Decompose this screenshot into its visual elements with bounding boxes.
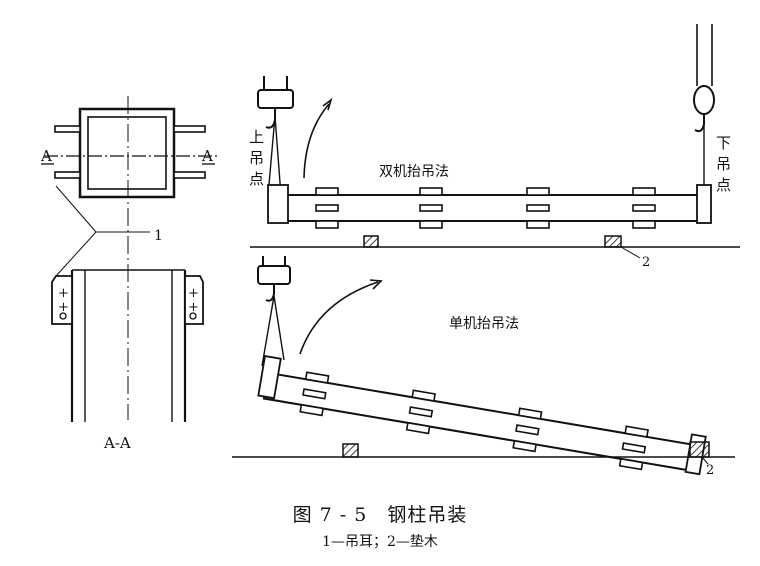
column-section-outer [78, 107, 176, 199]
leader-1-upper [55, 185, 97, 233]
lower-lift-point-char-2: 吊 [716, 155, 731, 173]
upper-lift-point-char-1: 上 [249, 128, 264, 146]
upper-lift-point-char-3: 点 [249, 170, 264, 188]
svg-text:+: + [188, 300, 199, 315]
crane-hook-block-right [693, 85, 715, 115]
callout-2-bottom-label: 2 [706, 463, 714, 478]
figure-caption-legend: 1—吊耳；2—垫木 [322, 534, 438, 550]
lug-right-bottom [173, 171, 206, 179]
lug-plate-left [51, 275, 73, 325]
lug-left-bottom [54, 171, 81, 179]
lug-hole-left [59, 312, 67, 320]
column-section-inner [87, 116, 167, 190]
lug-right-top [173, 125, 206, 133]
crane-hook-single-icon [265, 284, 275, 302]
lug-plate-right [184, 275, 204, 325]
section-mark-right: A [201, 147, 213, 165]
single-crane-scene [232, 256, 735, 476]
rotation-arrow-top [303, 103, 330, 179]
callout-1-label: 1 [154, 228, 163, 244]
crane-hook-block-single [257, 265, 291, 285]
leader-1-lower [55, 231, 97, 277]
timber-block-top-left [363, 235, 379, 248]
callout-2-top-label: 2 [642, 255, 650, 270]
upper-lift-point-char-2: 吊 [249, 149, 264, 167]
svg-text:+: + [58, 300, 69, 315]
column-body-single [262, 371, 694, 472]
rotation-arrow-bottom [299, 281, 379, 355]
timber-block-bottom-left [342, 443, 359, 458]
svg-text:+: + [58, 286, 69, 301]
svg-text:+: + [188, 286, 199, 301]
double-crane-scene [250, 24, 740, 259]
column-end-right [696, 184, 712, 224]
single-crane-method-label: 单机抬吊法 [449, 316, 519, 332]
double-crane-method-label: 双机抬吊法 [379, 164, 449, 180]
crane-hook-block-left [257, 89, 294, 109]
figure-caption-title: 图 7 - 5 钢柱吊装 [292, 504, 468, 526]
lug-left-top [54, 125, 81, 133]
column-end-left [267, 184, 289, 224]
section-title: A-A [103, 434, 131, 452]
lower-lift-point-char-1: 下 [716, 134, 731, 152]
lower-lift-point-char-3: 点 [716, 176, 731, 194]
crane-hook-right-icon [694, 114, 705, 133]
column-section-detail: + + + + [44, 96, 218, 422]
timber-block-top-right [604, 235, 622, 248]
timber-block-bottom-right [689, 441, 710, 458]
lug-hole-right [189, 312, 197, 320]
section-mark-left: A [40, 147, 52, 165]
